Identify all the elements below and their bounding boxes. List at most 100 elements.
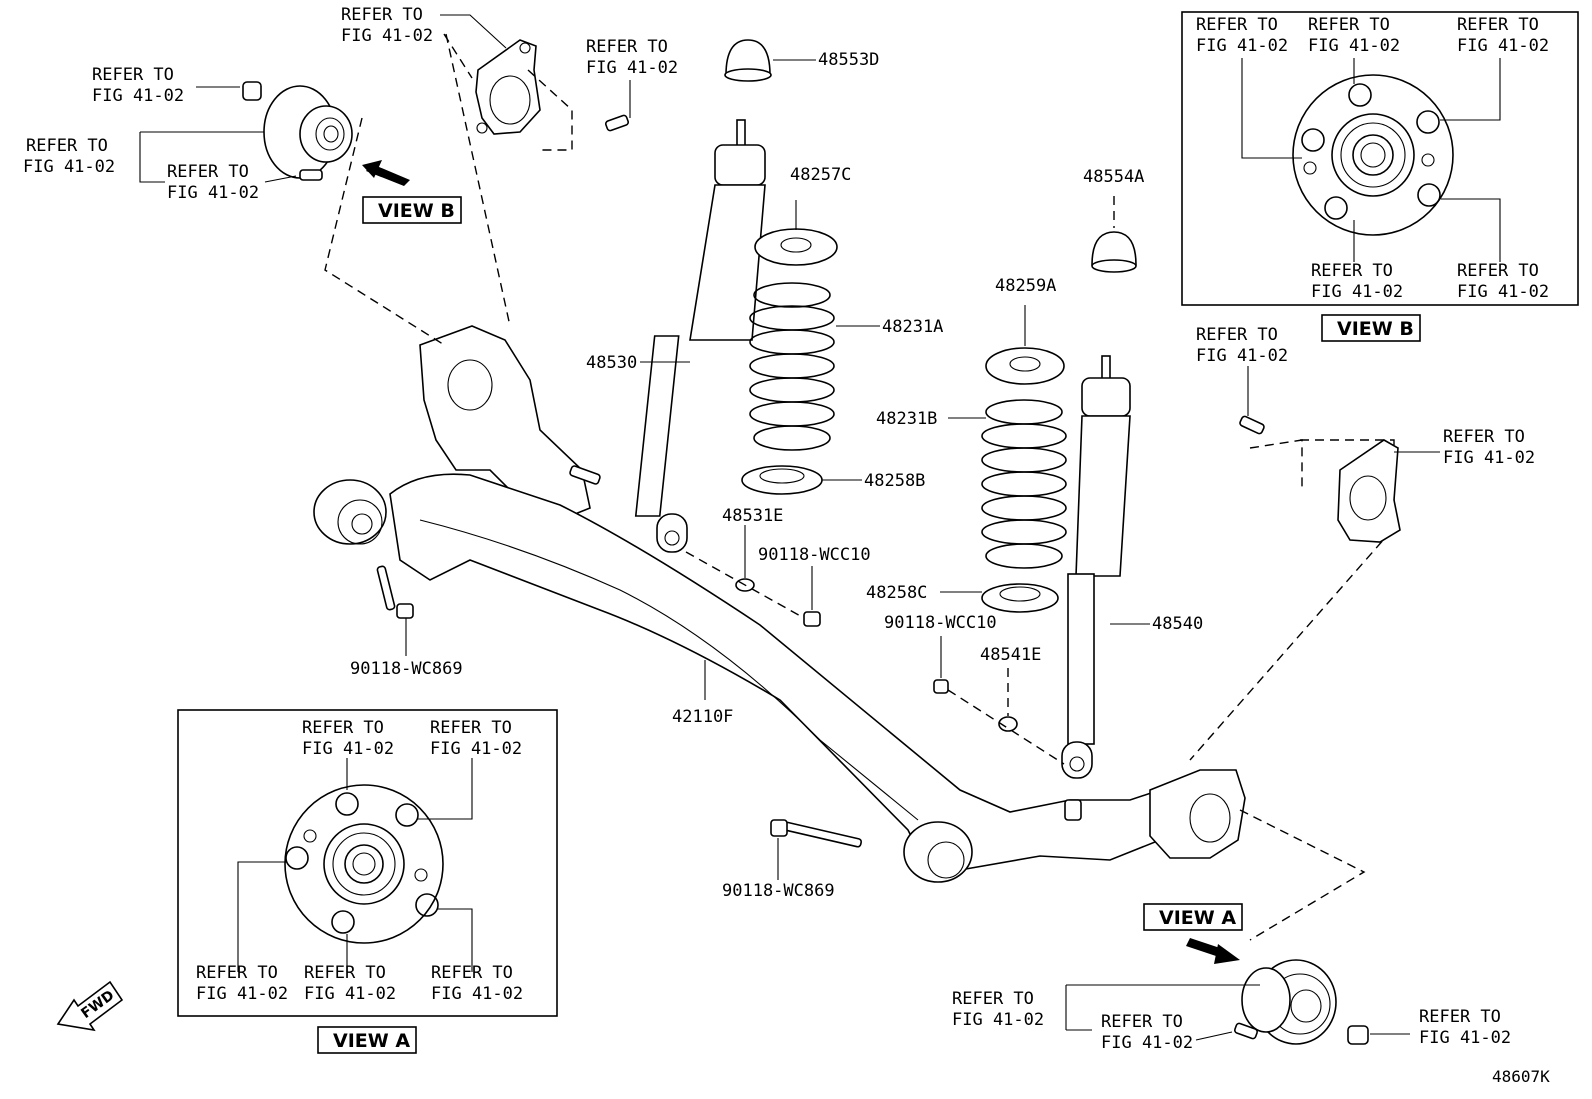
view-a-hub — [284, 784, 444, 944]
right-hub-assembly — [1233, 959, 1369, 1045]
bump-stopper-48553D — [724, 39, 772, 82]
right-bolt-icon — [1239, 415, 1265, 435]
svg-text:FIG 41-02: FIG 41-02 — [952, 1010, 1044, 1030]
svg-text:VIEW B: VIEW B — [1337, 318, 1414, 340]
svg-text:REFER TO: REFER TO — [302, 718, 384, 738]
part-48540: 48540 — [1152, 614, 1203, 634]
nut-90118-WCC10-right — [933, 679, 949, 694]
view-b-refer-2: REFER TO FIG 41-02 — [1308, 15, 1400, 56]
svg-text:REFER TO: REFER TO — [1196, 15, 1278, 35]
part-48231A: 48231A — [882, 317, 943, 337]
svg-text:REFER TO: REFER TO — [431, 963, 513, 983]
view-b-hub — [1292, 74, 1454, 236]
svg-text:REFER TO: REFER TO — [1419, 1007, 1501, 1027]
svg-text:REFER TO: REFER TO — [430, 718, 512, 738]
right-refer-1: REFER TO FIG 41-02 — [1196, 325, 1288, 366]
rear-axle-beam-42110F — [313, 325, 1246, 883]
spring-seat-48259A — [985, 347, 1065, 385]
view-a-refer-4: REFER TO FIG 41-02 — [304, 963, 396, 1004]
bolt-90118-WC869-left — [376, 565, 414, 619]
svg-text:FIG 41-02: FIG 41-02 — [304, 984, 396, 1004]
svg-text:REFER TO: REFER TO — [167, 162, 249, 182]
part-48258B: 48258B — [864, 471, 925, 491]
part-48231B: 48231B — [876, 409, 937, 429]
svg-text:REFER TO: REFER TO — [341, 5, 423, 25]
left-refer-1: REFER TO FIG 41-02 — [92, 65, 184, 106]
svg-text:REFER TO: REFER TO — [1196, 325, 1278, 345]
view-b-label: VIEW B — [362, 196, 462, 224]
part-48257C: 48257C — [790, 165, 851, 185]
svg-text:FIG 41-02: FIG 41-02 — [341, 26, 433, 46]
spring-seat-48257C — [754, 228, 838, 266]
left-refer-2: REFER TO FIG 41-02 — [23, 136, 115, 177]
svg-text:REFER TO: REFER TO — [586, 37, 668, 57]
part-90118-WC869-a: 90118-WC869 — [350, 659, 463, 679]
coil-spring-48231B — [981, 399, 1067, 569]
svg-text:FIG 41-02: FIG 41-02 — [1101, 1033, 1193, 1053]
part-42110F: 42110F — [672, 707, 733, 727]
view-a-refer-1: REFER TO FIG 41-02 — [302, 718, 394, 759]
svg-text:VIEW B: VIEW B — [378, 200, 455, 222]
view-a-refer-3: REFER TO FIG 41-02 — [196, 963, 288, 1004]
right-refer-2: REFER TO FIG 41-02 — [1443, 427, 1535, 468]
svg-text:FIG 41-02: FIG 41-02 — [302, 739, 394, 759]
view-a-inset: REFER TO FIG 41-02 REFER TO FIG 41-02 RE… — [177, 709, 558, 1017]
left-refer-3: REFER TO FIG 41-02 — [167, 162, 259, 203]
svg-text:REFER TO: REFER TO — [1457, 15, 1539, 35]
svg-text:REFER TO: REFER TO — [304, 963, 386, 983]
part-48554A: 48554A — [1083, 167, 1144, 187]
right-hub-nut-icon — [1347, 1025, 1369, 1045]
view-b-refer-1: REFER TO FIG 41-02 — [1196, 15, 1288, 56]
svg-text:REFER TO: REFER TO — [952, 989, 1034, 1009]
part-48259A: 48259A — [995, 276, 1056, 296]
bump-stopper-48554A — [1091, 231, 1137, 273]
view-a-refer-2: REFER TO FIG 41-02 — [430, 718, 522, 759]
view-a-refer-5: REFER TO FIG 41-02 — [431, 963, 523, 1004]
svg-text:FIG 41-02: FIG 41-02 — [196, 984, 288, 1004]
bolt-90118-WC869-right — [770, 819, 863, 848]
view-b-refer-5: REFER TO FIG 41-02 — [1457, 261, 1549, 302]
view-b-label-inset: VIEW B — [1321, 314, 1421, 342]
svg-text:REFER TO: REFER TO — [196, 963, 278, 983]
left-hub-bolt-icon — [299, 169, 323, 181]
bottom-refer-1: REFER TO FIG 41-02 — [952, 989, 1044, 1030]
svg-text:FIG 41-02: FIG 41-02 — [92, 86, 184, 106]
svg-text:FIG 41-02: FIG 41-02 — [586, 58, 678, 78]
svg-text:REFER TO: REFER TO — [1457, 261, 1539, 281]
part-90118-WC869-b: 90118-WC869 — [722, 881, 835, 901]
part-48553D: 48553D — [818, 50, 879, 70]
left-hub-nut-icon — [242, 81, 262, 101]
svg-text:FIG 41-02: FIG 41-02 — [1457, 36, 1549, 56]
upper-knuckle-bracket — [475, 39, 541, 135]
top-refer-2: REFER TO FIG 41-02 — [586, 37, 678, 78]
bottom-refer-3: REFER TO FIG 41-02 — [1419, 1007, 1511, 1048]
svg-text:REFER TO: REFER TO — [1308, 15, 1390, 35]
view-a-label: VIEW A — [1143, 903, 1243, 931]
svg-text:VIEW A: VIEW A — [1159, 907, 1236, 929]
svg-text:FIG 41-02: FIG 41-02 — [1196, 36, 1288, 56]
svg-text:FIG 41-02: FIG 41-02 — [1443, 448, 1535, 468]
svg-text:FIG 41-02: FIG 41-02 — [167, 183, 259, 203]
svg-text:FIG 41-02: FIG 41-02 — [23, 157, 115, 177]
svg-text:REFER TO: REFER TO — [1101, 1012, 1183, 1032]
part-48258C: 48258C — [866, 583, 927, 603]
view-b-inset: REFER TO FIG 41-02 REFER TO FIG 41-02 RE… — [1181, 11, 1579, 306]
part-48531E: 48531E — [722, 506, 783, 526]
shock-absorber-48530 — [634, 119, 766, 553]
svg-text:FIG 41-02: FIG 41-02 — [1196, 346, 1288, 366]
svg-text:FIG 41-02: FIG 41-02 — [430, 739, 522, 759]
svg-text:FIG 41-02: FIG 41-02 — [1308, 36, 1400, 56]
washer-48541E — [998, 716, 1018, 732]
svg-text:FIG 41-02: FIG 41-02 — [1311, 282, 1403, 302]
view-a-label-inset: VIEW A — [317, 1026, 417, 1054]
bottom-refer-2: REFER TO FIG 41-02 — [1101, 1012, 1193, 1053]
svg-text:REFER TO: REFER TO — [26, 136, 108, 156]
svg-text:REFER TO: REFER TO — [92, 65, 174, 85]
svg-text:REFER TO: REFER TO — [1443, 427, 1525, 447]
view-b-refer-4: REFER TO FIG 41-02 — [1311, 261, 1403, 302]
upper-bolt-icon — [604, 114, 630, 132]
lower-seat-48258B — [741, 465, 823, 495]
right-knuckle-bracket — [1337, 439, 1401, 543]
view-b-refer-3: REFER TO FIG 41-02 — [1457, 15, 1549, 56]
shock-absorber-48540 — [1061, 355, 1131, 779]
